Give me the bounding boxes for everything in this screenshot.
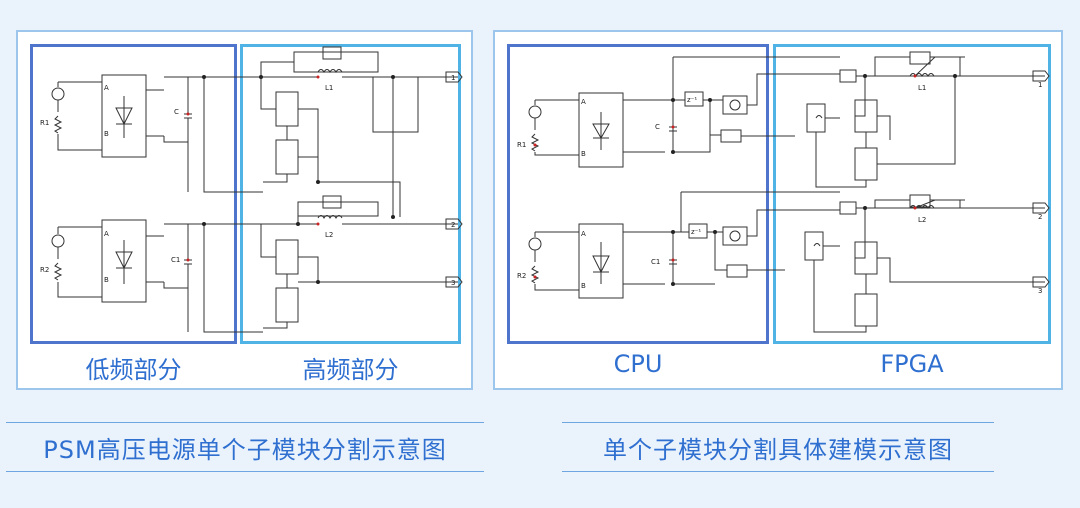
ac-source-icon xyxy=(51,87,65,101)
l2-label: L2 xyxy=(325,231,333,239)
ac-source-icon xyxy=(528,237,542,251)
r1-label: R1 xyxy=(40,119,49,127)
modeling-panel: R1 R2 C C1 L1 L2 A B A B z⁻¹ z⁻¹ 1 2 3 C… xyxy=(493,30,1063,390)
fpga-label: FPGA xyxy=(880,350,944,378)
port-3-label: 3 xyxy=(1038,287,1042,295)
delay-block xyxy=(684,91,704,107)
pin-b-label: B xyxy=(581,150,586,158)
ac-source-icon xyxy=(528,105,542,119)
fpga-region xyxy=(773,44,1051,344)
port-3-label: 3 xyxy=(451,279,455,287)
r2-label: R2 xyxy=(517,272,526,280)
c1-label: C1 xyxy=(651,258,660,266)
psm-panel: R1 R2 C C1 L1 L2 A B A B 1 2 3 低频部分 高频部分 xyxy=(16,30,473,390)
c1-label: C1 xyxy=(171,256,180,264)
l1-label: L1 xyxy=(325,84,333,92)
diode-block xyxy=(322,46,342,60)
c-label: C xyxy=(174,108,179,116)
r1-label: R1 xyxy=(517,141,526,149)
delay-label: z⁻¹ xyxy=(687,96,697,104)
low-frequency-region xyxy=(30,44,237,344)
c-label: C xyxy=(655,123,660,131)
modeling-circuit-diagram: R1 R2 C C1 L1 L2 A B A B z⁻¹ z⁻¹ 1 2 3 xyxy=(517,51,1050,333)
port-2-label: 2 xyxy=(1038,213,1042,221)
low-frequency-label: 低频部分 xyxy=(85,356,182,384)
l1-label: L1 xyxy=(918,84,926,92)
pin-b-label: B xyxy=(104,276,109,284)
pin-b-label: B xyxy=(104,130,109,138)
high-frequency-label: 高频部分 xyxy=(302,356,399,384)
port-2-label: 2 xyxy=(451,221,455,229)
port-1-label: 1 xyxy=(1038,81,1042,89)
pin-b-label: B xyxy=(581,282,586,290)
rectifier-block xyxy=(101,74,147,158)
psm-circuit-diagram: R1 R2 C C1 L1 L2 A B A B 1 2 3 xyxy=(40,46,463,333)
r2-label: R2 xyxy=(40,266,49,274)
port-1-label: 1 xyxy=(451,74,455,82)
right-caption: 单个子模块分割具体建模示意图 xyxy=(562,422,994,472)
high-frequency-region xyxy=(240,44,461,344)
ac-source-icon xyxy=(51,234,65,248)
cpu-label: CPU xyxy=(613,350,663,378)
left-caption: PSM高压电源单个子模块分割示意图 xyxy=(6,422,484,472)
pin-a-label: A xyxy=(104,84,109,92)
pin-a-label: A xyxy=(581,230,586,238)
delay-label: z⁻¹ xyxy=(691,228,701,236)
pin-a-label: A xyxy=(104,230,109,238)
l2-label: L2 xyxy=(918,216,926,224)
cpu-region xyxy=(507,44,769,344)
pin-a-label: A xyxy=(581,98,586,106)
